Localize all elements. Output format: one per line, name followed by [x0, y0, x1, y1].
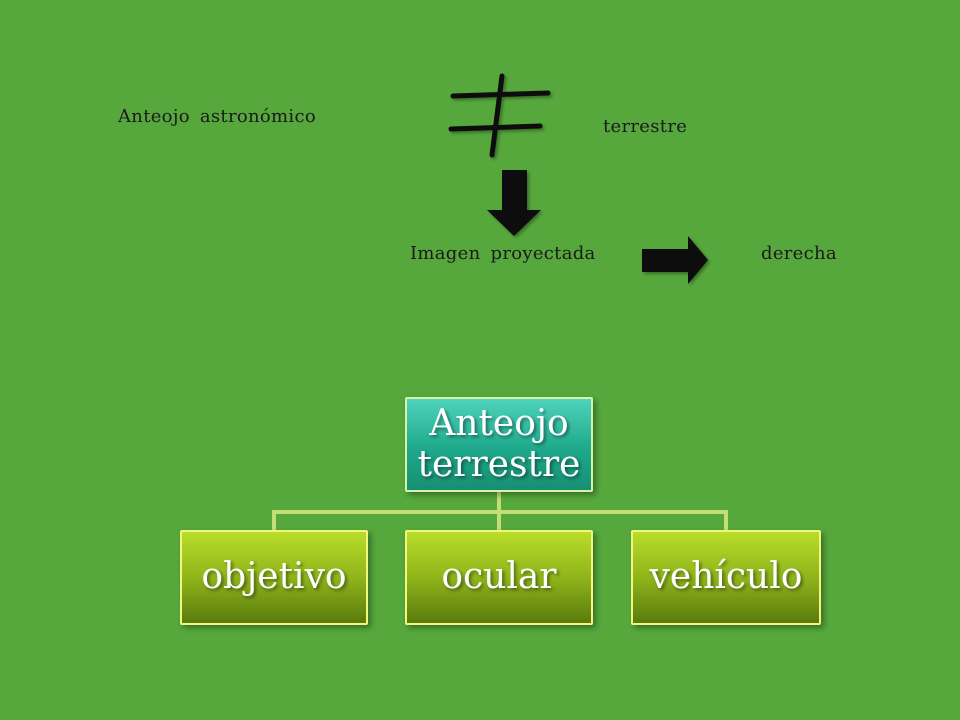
node-objetivo: objetivo — [180, 530, 368, 625]
label-derecha: derecha — [761, 243, 837, 264]
label-terrestre: terrestre — [603, 116, 688, 137]
node-anteojo-terrestre: Anteojo terrestre — [405, 397, 593, 492]
label-anteojo-astronomico: Anteojo astronómico — [118, 106, 316, 127]
hierarchy-connectors — [272, 492, 728, 530]
label-imagen-proyectada: Imagen proyectada — [410, 243, 596, 264]
arrow-down-icon — [487, 170, 541, 236]
node-vehiculo: vehículo — [631, 530, 821, 625]
arrow-right-icon — [642, 236, 708, 284]
not-equal-icon — [448, 73, 551, 158]
node-ocular: ocular — [405, 530, 593, 625]
